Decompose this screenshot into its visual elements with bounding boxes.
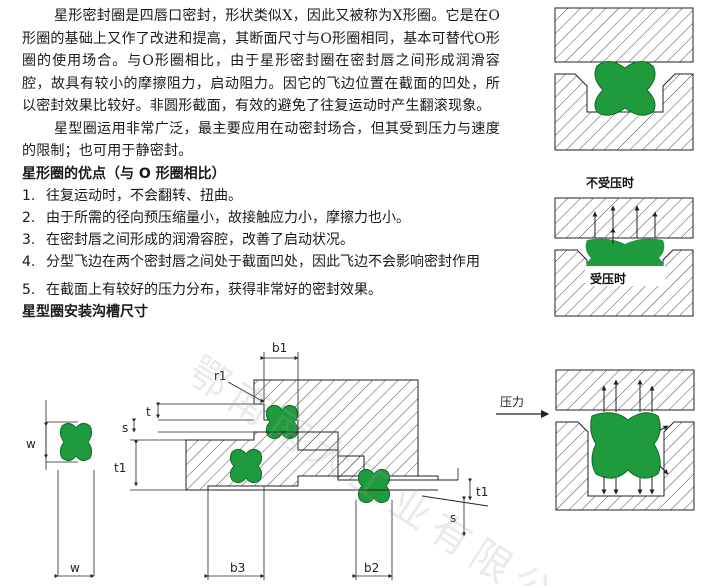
dim-w-horizontal: w	[70, 561, 80, 575]
text-column: 星形密封圈是四唇口密封，形状类似X，因此又被称为X形圈。它是在O形圈的基础上又作…	[22, 5, 500, 323]
list-item: 2.由于所需的径向预压缩量小，故接触应力小，摩擦力也小。	[22, 209, 410, 226]
seal-groove-figure	[554, 7, 694, 151]
x-ring-seal	[59, 422, 93, 462]
advantages-list: 1.往复运动时，不会翻转、扭曲。 2.由于所需的径向预压缩量小，故接触应力小，摩…	[22, 185, 500, 301]
dim-b3: b3	[230, 561, 245, 575]
dim-t1-right: t1	[476, 485, 488, 499]
dim-b1: b1	[272, 341, 287, 355]
dim-b2: b2	[364, 561, 379, 575]
dim-s-right: s	[450, 511, 456, 525]
x-ring-seal	[590, 412, 661, 479]
x-ring-seal	[357, 468, 391, 504]
intro-paragraph-2: 星型圈运用非常广泛，最主要应用在动密封场合，但其受到压力与速度的限制；也可用于静…	[22, 120, 500, 160]
pressure-label: 压力	[500, 395, 524, 409]
list-item: 5.在截面上有较好的压力分布，获得非常好的密封效果。	[22, 281, 382, 298]
dim-t: t	[146, 405, 151, 419]
seal-unpressured-figure	[554, 197, 694, 317]
x-ring-seal	[594, 61, 656, 116]
x-ring-seal	[229, 448, 263, 484]
seal-pressured-figure: 压力	[496, 369, 695, 511]
dim-t1-left: t1	[114, 461, 126, 475]
dim-s: s	[122, 421, 128, 435]
advantages-title: 星形圈的优点（与 O 形圈相比）	[22, 165, 226, 182]
intro-paragraph-1: 星形密封圈是四唇口密封，形状类似X，因此又被称为X形圈。它是在O形圈的基础上又作…	[22, 8, 500, 114]
list-item: 1.往复运动时，不会翻转、扭曲。	[22, 187, 242, 204]
list-item: 3.在密封唇之间形成的润滑容腔，改善了启动状况。	[22, 231, 354, 248]
dim-w-vertical: w	[26, 437, 36, 451]
label-pressured: 受压时	[590, 272, 627, 286]
label-unpressured: 不受压时	[586, 176, 635, 190]
groove-dimension-drawing: w w b1 r1 t s t1 t1 s b3	[26, 341, 488, 580]
list-item: 4.分型飞边在两个密封唇之间处于截面凹处，因此飞边不会影响密封作用	[22, 253, 480, 270]
dim-r1: r1	[214, 369, 227, 383]
groove-title: 星型圈安装沟槽尺寸	[22, 303, 148, 320]
